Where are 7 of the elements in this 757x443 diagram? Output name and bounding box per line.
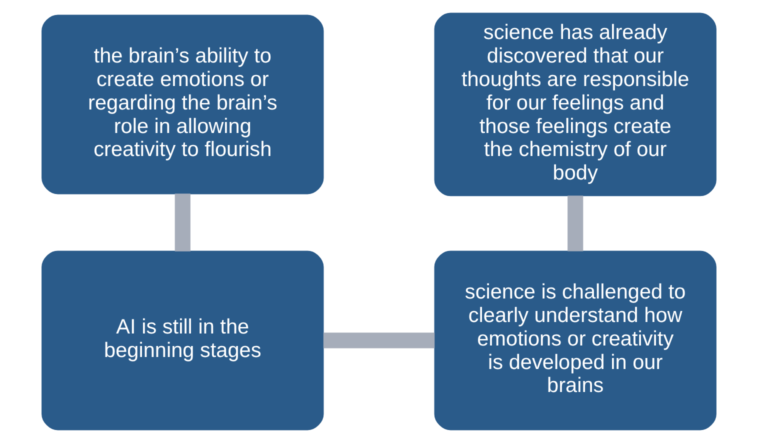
connector	[567, 196, 583, 252]
node-box: science is challenged to clearly understand how emotions or creativity is developed in our brains	[434, 250, 716, 430]
node-box: the brain’s ability to create emotions or regarding the brain’s role in allowing creativity to flourish	[41, 14, 324, 194]
node-box: AI is still in the beginning stages	[41, 250, 324, 430]
connector	[174, 194, 190, 252]
node-box: science has already discovered that our thoughts are responsible for our feelings and those feelings create the chemistry of our body	[434, 12, 716, 196]
connector	[322, 332, 434, 348]
